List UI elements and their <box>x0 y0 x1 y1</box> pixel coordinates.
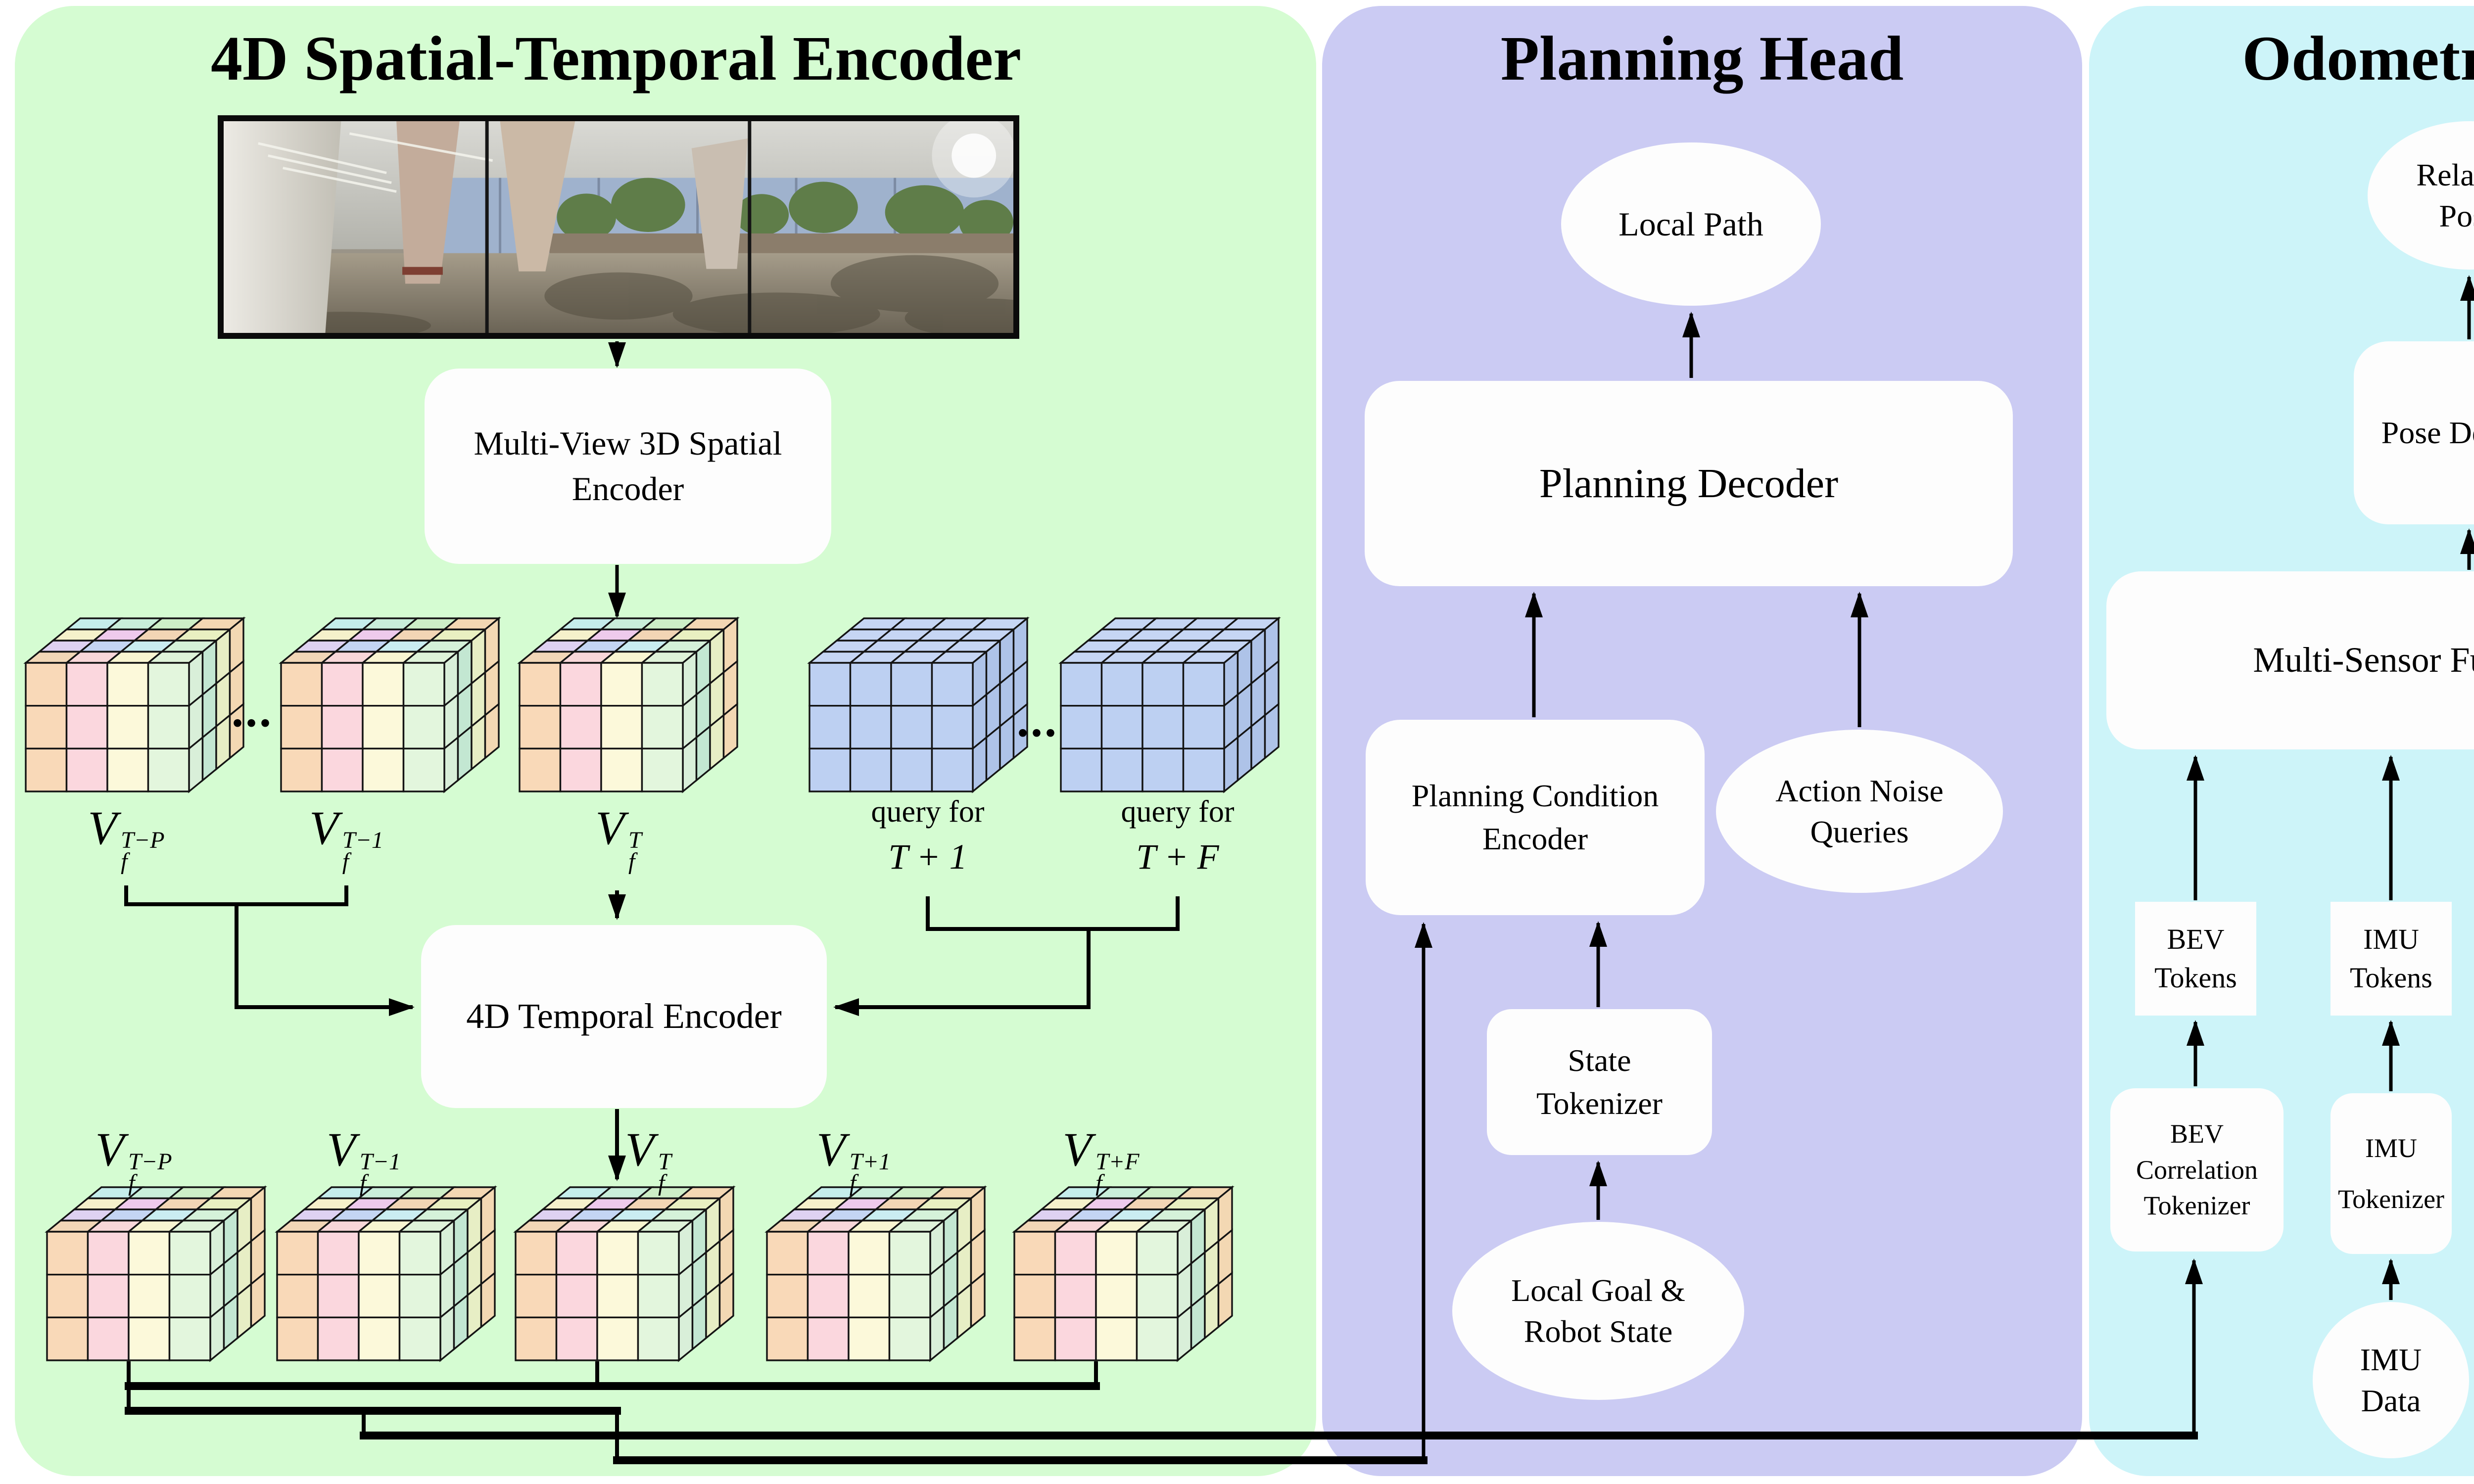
voxel-cube-t-minus-1 <box>279 616 501 793</box>
query-cube-t-plus-1 <box>807 616 1030 793</box>
multi-sensor-fusion-encoder-box: Multi-Sensor Fusion Encoder <box>2106 571 2474 749</box>
fused-cube-t-plus-f <box>1012 1185 1235 1362</box>
temporal-label: 4D Temporal Encoder <box>466 996 782 1036</box>
state-tokenizer-box: State Tokenizer <box>1487 1009 1712 1155</box>
voxel-cube-t-minus-p <box>23 616 246 793</box>
label-query-t-plus-1: query for T + 1 <box>871 795 985 877</box>
multiview-spatial-encoder-box: Multi-View 3D Spatial Encoder <box>425 369 831 564</box>
imu-tokens-box: IMU Tokens <box>2331 902 2452 1016</box>
ellipsis-top-right: ... <box>1017 694 1058 746</box>
voxel-cube-t <box>517 616 740 793</box>
odometry-title: Odometry Head <box>2242 23 2474 93</box>
planning-decoder-box: Planning Decoder <box>1365 381 2013 586</box>
bev-correlation-tokenizer-box: BEV Correlation Tokenizer <box>2110 1088 2284 1252</box>
query-cube-t-plus-f <box>1058 616 1281 793</box>
label-query-t-plus-f: query for T + F <box>1121 795 1235 877</box>
local-goal-robot-state-ellipse: Local Goal & Robot State <box>1452 1222 1744 1400</box>
ellipsis-top-left: ... <box>232 684 273 737</box>
panorama-art <box>224 121 1013 333</box>
camera-panorama-image <box>218 115 1019 339</box>
multiview-line1: Multi-View 3D Spatial <box>474 424 782 462</box>
multiview-line2: Encoder <box>571 469 684 508</box>
planning-title: Planning Head <box>1500 23 1904 93</box>
pose-decoder-box: Pose Decoder <box>2354 341 2474 524</box>
planning-condition-encoder-box: Planning Condition Encoder <box>1366 720 1705 915</box>
fused-cube-t-minus-1 <box>275 1185 497 1362</box>
fused-cube-t-minus-p <box>45 1185 267 1362</box>
encoder-title: 4D Spatial-Temporal Encoder <box>211 23 1021 93</box>
local-path-ellipse: Local Path <box>1561 142 1821 306</box>
bev-tokens-box: BEV Tokens <box>2135 902 2256 1016</box>
fused-cube-t <box>513 1185 736 1362</box>
imu-tokenizer-box: IMU Tokenizer <box>2331 1093 2452 1254</box>
imu-data-circle: IMU Data <box>2313 1302 2469 1458</box>
temporal-encoder-box: 4D Temporal Encoder <box>421 925 827 1108</box>
action-noise-queries-ellipse: Action Noise Queries <box>1716 730 2003 893</box>
fused-cube-t-plus-1 <box>764 1185 987 1362</box>
